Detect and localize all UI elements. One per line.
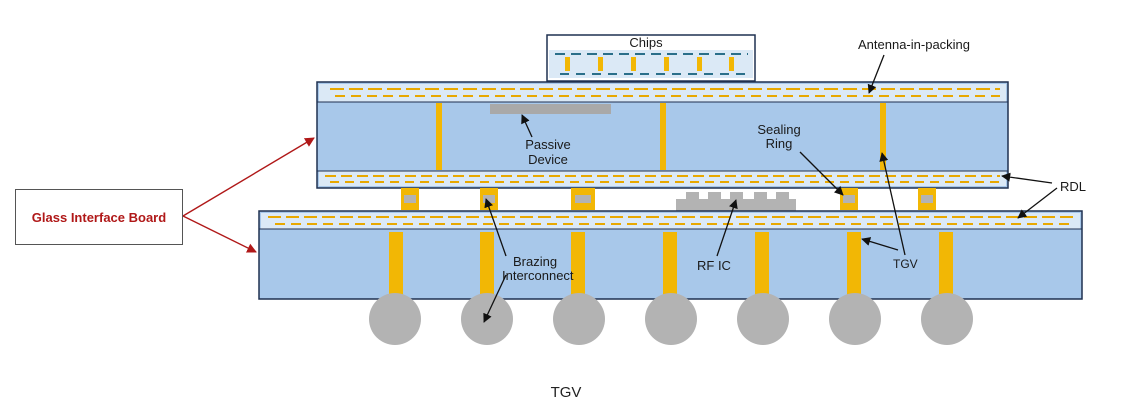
- lower-glass-substrate: [258, 210, 1083, 300]
- glass-interface-board-callout: Glass Interface Board: [15, 189, 183, 245]
- passive-label-line2: Device: [528, 152, 568, 167]
- board-pointer-arrows: [182, 137, 315, 253]
- sealing-label-line2: Ring: [766, 136, 793, 151]
- passive-device: [490, 104, 611, 114]
- glass-interface-board-label: Glass Interface Board: [31, 209, 167, 225]
- brazing-joints: [401, 188, 936, 210]
- upper-glass-substrate: [316, 81, 1009, 189]
- solder-balls: [369, 293, 973, 345]
- tgv-label: TGV: [893, 257, 918, 271]
- passive-label-line1: Passive: [525, 137, 571, 152]
- antenna-label: Antenna-in-packing: [858, 37, 970, 52]
- upper-top-rdl: [330, 88, 1000, 97]
- chip-die: Chips: [546, 34, 756, 82]
- rdl-label: RDL: [1060, 179, 1086, 194]
- brazing-label-line1: Brazing: [513, 254, 557, 269]
- chip-bumps: [565, 57, 734, 71]
- chips-label: Chips: [629, 35, 663, 50]
- figure-caption: TGV: [550, 384, 582, 401]
- annotation-arrows: [483, 54, 1058, 323]
- chip-rdl-dashes: [555, 53, 748, 75]
- rfic-label: RF IC: [697, 258, 731, 273]
- lower-top-rdl: [268, 216, 1075, 225]
- brazing-label-line2: Interconnect: [502, 268, 574, 283]
- lower-tgv-vias: [389, 232, 953, 298]
- sealing-label-line1: Sealing: [757, 122, 800, 137]
- upper-tgv-vias: [436, 103, 886, 170]
